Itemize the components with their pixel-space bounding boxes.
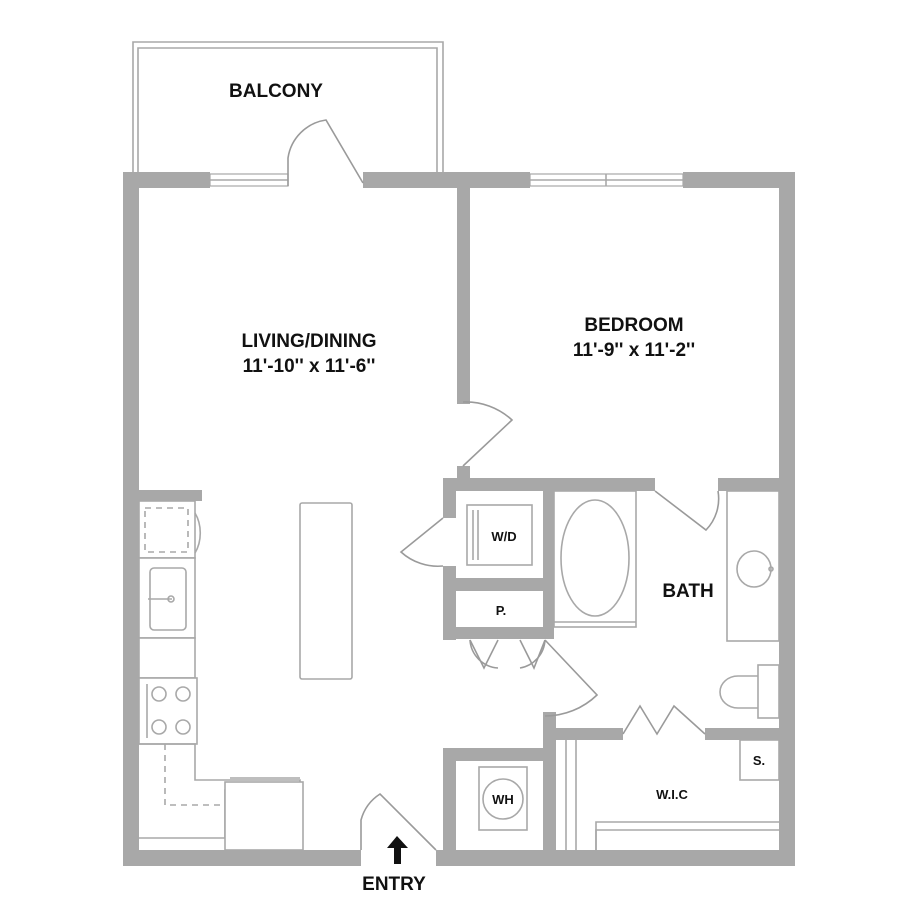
wic-shelving [565, 739, 780, 850]
balcony-label: BALCONY [229, 81, 323, 102]
bedroom-label: BEDROOM [584, 315, 683, 336]
bath-fixtures [553, 490, 780, 719]
kitchen [138, 500, 304, 851]
kitchen-island [299, 502, 353, 680]
bedroom-dims: 11'-9'' x 11'-2'' [573, 340, 695, 361]
wic-label: W.I.C [656, 787, 688, 802]
doors [287, 119, 720, 851]
water-heater [478, 766, 528, 831]
living-dining-dims: 11'-10'' x 11'-6'' [243, 356, 376, 377]
shelf-label: S. [753, 753, 765, 768]
entry-label: ENTRY [362, 874, 426, 895]
washer-dryer [466, 504, 533, 566]
pantry-label: P. [496, 603, 507, 618]
wh-label: WH [492, 792, 514, 807]
balcony-outline [132, 41, 444, 172]
exterior-walls [123, 172, 795, 866]
living-dining-label: LIVING/DINING [241, 331, 376, 352]
interior-walls [139, 188, 795, 864]
wd-label: W/D [491, 529, 516, 544]
bath-label: BATH [662, 581, 713, 602]
entry-arrow-icon [387, 836, 408, 864]
